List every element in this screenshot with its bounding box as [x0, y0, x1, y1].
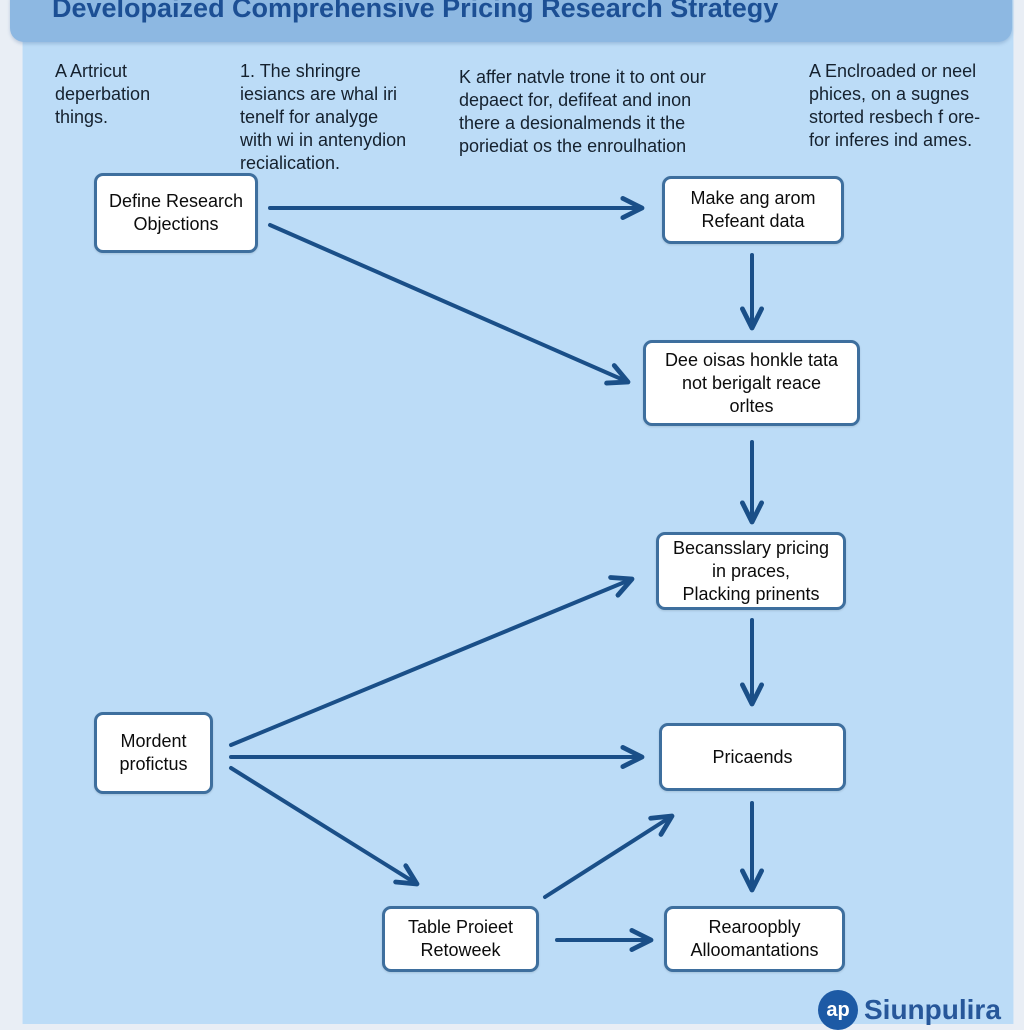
node-becansslary-pricing: Becansslary pricing in praces, Placking … [656, 532, 846, 610]
arrow-mordent-to-becans [229, 575, 635, 747]
node-pricaends: Pricaends [659, 723, 846, 791]
arrow-table-to-pricaends [543, 813, 675, 899]
page-title: Developaized Comprehensive Pricing Resea… [52, 0, 779, 23]
node-mordent: Mordent profictus [94, 712, 213, 794]
diagram-panel [22, 0, 1014, 1024]
note-1: A Artricut deperbation things. [55, 61, 151, 127]
arrow-define-to-dee [268, 223, 631, 386]
node-make-data: Make ang arom Refeant data [662, 176, 844, 244]
note-3: K affer natvle trone it to ont our depae… [459, 67, 706, 156]
note-4: A Enclroaded or neel phices, on a sugnes… [809, 61, 981, 150]
title-bar [10, 0, 1012, 42]
node-rearoopbly: Rearoopbly Alloomantations [664, 906, 845, 972]
node-dee-oisas: Dee oisas honkle tata not berigalt reace… [643, 340, 860, 426]
brand-logo: ap Siunpulira [818, 990, 1001, 1030]
arrow-mordent-to-table [229, 766, 420, 887]
logo-icon: ap [818, 990, 858, 1030]
node-table-project: Table Proieet Retoweek [382, 906, 539, 972]
logo-text: Siunpulira [864, 994, 1001, 1025]
note-2: 1. The shringre iesiancs are whal iri te… [240, 61, 407, 173]
node-define-research: Define Research Objections [94, 173, 258, 253]
